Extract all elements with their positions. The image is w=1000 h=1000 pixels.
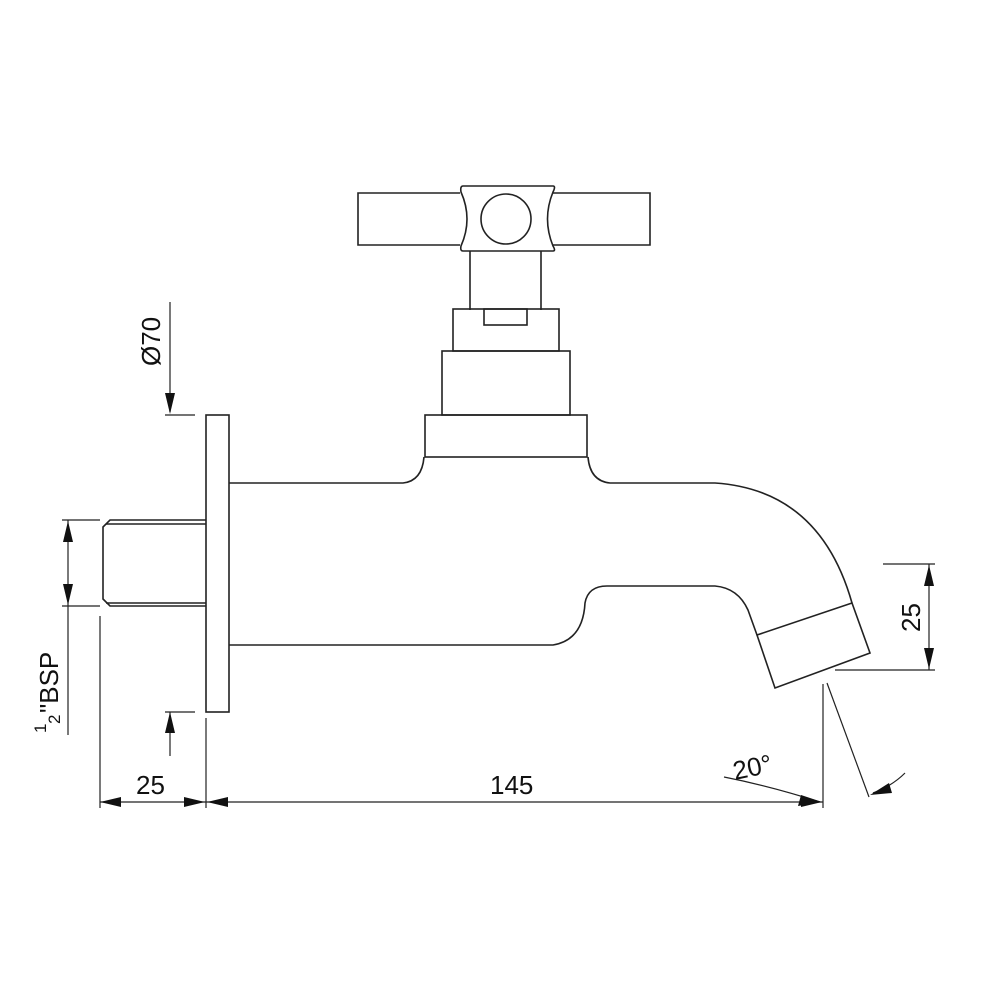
- dimension-horizontal: 25 145: [99, 616, 824, 808]
- dimension-flange-diameter: Ø70: [136, 302, 195, 756]
- tap-body-spout: [229, 456, 872, 690]
- label-thread-fraction-num: 1: [31, 724, 50, 733]
- label-outlet-angle: 20°: [730, 748, 775, 786]
- cross-handle: [357, 185, 651, 252]
- label-thread-length: 25: [136, 770, 165, 800]
- dimension-outlet-height: 25: [835, 563, 935, 671]
- dimension-outlet-angle: 20°: [723, 682, 906, 806]
- threaded-inlet: [102, 519, 206, 607]
- label-flange-diameter: Ø70: [136, 317, 166, 366]
- dimension-thread-size: 1 2 "BSP: [31, 519, 100, 735]
- wall-flange: [205, 414, 230, 713]
- label-outlet-height: 25: [896, 603, 926, 632]
- spindle: [424, 251, 588, 458]
- label-thread-type: "BSP: [34, 652, 64, 713]
- label-projection: 145: [490, 770, 533, 800]
- label-thread-fraction-den: 2: [45, 715, 64, 724]
